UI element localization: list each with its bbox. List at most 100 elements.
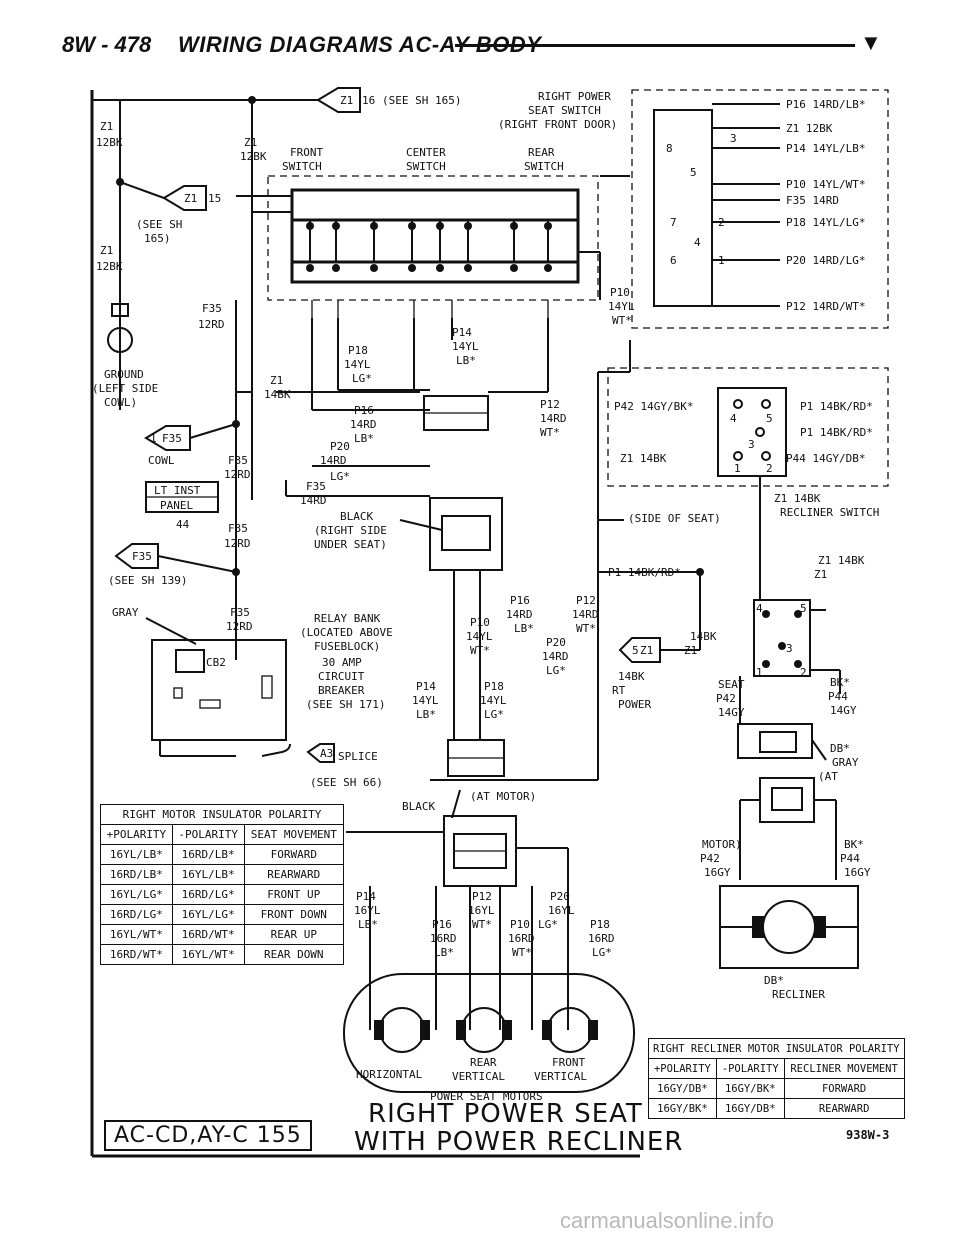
svg-text:F35: F35 [228,454,248,467]
svg-text:1: 1 [718,254,725,267]
svg-text:LG*: LG* [330,470,350,483]
svg-text:16YL: 16YL [548,904,575,917]
motor-insulator-polarity-table: RIGHT MOTOR INSULATOR POLARITY +POLARITY… [100,804,345,965]
svg-text:VERTICAL: VERTICAL [452,1070,505,1083]
svg-text:12RD: 12RD [224,537,251,550]
svg-text:(LOCATED ABOVE: (LOCATED ABOVE [300,626,393,639]
table-header: -POLARITY [715,1058,785,1079]
diagram-title: RIGHT POWER SEAT WITH POWER RECLINER [354,1099,682,1157]
svg-text:4: 4 [694,236,701,249]
table-header: SEAT MOVEMENT [243,824,345,845]
svg-text:SWITCH: SWITCH [524,160,564,173]
watermark: carmanualsonline.info [560,1208,775,1233]
svg-text:14RD: 14RD [300,494,327,507]
svg-text:LT INST: LT INST [154,484,201,497]
svg-text:WT*: WT* [512,946,532,959]
svg-text:Z1 12BK: Z1 12BK [786,122,833,135]
svg-text:5: 5 [766,412,773,425]
svg-text:LB*: LB* [434,946,454,959]
svg-text:(RIGHT SIDE: (RIGHT SIDE [314,524,387,537]
page-code-box: AC-CD,AY-C 155 [104,1120,312,1151]
svg-text:16GY: 16GY [844,866,871,879]
svg-text:RIGHT POWER SEAT: RIGHT POWER SEAT [368,1099,643,1129]
recliner-switch: P42 14GY/BK* Z1 14BK P1 14BK/RD* P1 14BK… [598,367,889,600]
svg-text:Z1: Z1 [270,374,283,387]
svg-text:BK*: BK* [830,676,850,689]
svg-text:F35: F35 [228,522,248,535]
svg-text:DB*: DB* [830,742,850,755]
svg-text:FUSEBLOCK): FUSEBLOCK) [314,640,380,653]
svg-text:14YL: 14YL [480,694,507,707]
svg-text:A3: A3 [320,747,333,760]
svg-text:BLACK: BLACK [402,800,435,813]
svg-text:FRONT: FRONT [290,146,323,159]
svg-text:BREAKER: BREAKER [318,684,365,697]
svg-text:8: 8 [666,142,673,155]
triangle-down-icon: ▼ [860,30,882,55]
splice-number: 16 [362,94,375,107]
svg-text:LB*: LB* [358,918,378,931]
center-wire-labels: P18 14YL LG* P14 14YL LB* P16 14RD LB* P… [276,318,631,740]
svg-text:P10 14YL/WT*: P10 14YL/WT* [786,178,865,191]
recliner-switch-lower: Z1 14BK Z1 14BK Z1 5 Z1 14BK RT POWER 4 … [612,554,871,1001]
svg-text:REAR: REAR [470,1056,497,1069]
svg-text:SWITCH: SWITCH [406,160,446,173]
svg-text:14BK: 14BK [264,388,291,401]
svg-text:GRAY: GRAY [112,606,139,619]
svg-text:P12: P12 [540,398,560,411]
svg-text:RIGHT POWER: RIGHT POWER [538,90,611,103]
svg-text:LG*: LG* [484,708,504,721]
svg-text:P20 14RD/LG*: P20 14RD/LG* [786,254,865,267]
svg-text:14RD: 14RD [572,608,599,621]
splice-see: (SEE SH [136,218,182,231]
svg-text:44: 44 [176,518,190,531]
splice-f35-139: F35 (SEE SH 139) [108,543,240,587]
svg-text:P12: P12 [576,594,596,607]
table-header: -POLARITY [171,824,245,845]
svg-text:RELAY BANK: RELAY BANK [314,612,381,625]
svg-text:F35: F35 [162,432,182,445]
svg-text:FRONT: FRONT [552,1056,585,1069]
svg-text:P10: P10 [610,286,630,299]
svg-text:(AT: (AT [818,770,838,783]
svg-text:CB2: CB2 [206,656,226,669]
seat-switch-connector: P16 14RD/LB* Z1 12BK P14 14YL/LB* P10 14… [599,89,889,329]
table-row: 16YL/LB*16RD/LB*FORWARD [100,844,345,865]
table-row: 16RD/LG*16YL/LG*FRONT DOWN [100,904,345,925]
svg-text:POWER SEAT MOTORS: POWER SEAT MOTORS [430,1090,543,1103]
svg-text:14GY: 14GY [830,704,857,717]
svg-text:(SEE SH 171): (SEE SH 171) [306,698,385,711]
table-row: 16GY/DB*16GY/BK*FORWARD [648,1078,905,1099]
svg-text:RECLINER: RECLINER [772,988,825,1001]
ground-tree [92,96,320,410]
svg-text:12RD: 12RD [198,318,225,331]
svg-text:P14: P14 [452,326,472,339]
left-wire-labels: Z1 12BK Z1 12BK Z1 12BK F35 12RD GROUND … [92,120,291,481]
svg-text:COWL): COWL) [104,396,137,409]
svg-text:F35: F35 [306,480,326,493]
svg-text:LG*: LG* [546,664,566,677]
svg-text:1: 1 [150,432,157,445]
svg-text:14RD: 14RD [540,412,567,425]
table-title: RIGHT RECLINER MOTOR INSULATOR POLARITY [648,1038,905,1059]
splice-z1-15: Z1 15 (SEE SH 165) [136,185,221,245]
svg-text:F35: F35 [230,606,250,619]
svg-text:P18 14YL/LG*: P18 14YL/LG* [786,216,865,229]
svg-text:P14: P14 [416,680,436,693]
svg-text:5: 5 [800,602,807,615]
svg-text:5: 5 [690,166,697,179]
svg-text:P20: P20 [546,636,566,649]
svg-text:WT*: WT* [540,426,560,439]
svg-text:GRAY: GRAY [832,756,859,769]
svg-text:(SIDE OF SEAT): (SIDE OF SEAT) [628,512,721,525]
svg-text:VERTICAL: VERTICAL [534,1070,587,1083]
svg-text:(SEE SH 66): (SEE SH 66) [310,776,383,789]
svg-text:P10: P10 [510,918,530,931]
svg-text:LB*: LB* [456,354,476,367]
svg-text:14RD: 14RD [350,418,377,431]
power-seat-motors: HORIZONTAL REAR VERTICAL FRONT VERTICAL … [343,973,635,1103]
svg-text:Z1: Z1 [100,244,113,257]
relay-bank-text: RELAY BANK (LOCATED ABOVE FUSEBLOCK) 30 … [300,612,393,711]
svg-text:2: 2 [766,462,773,475]
